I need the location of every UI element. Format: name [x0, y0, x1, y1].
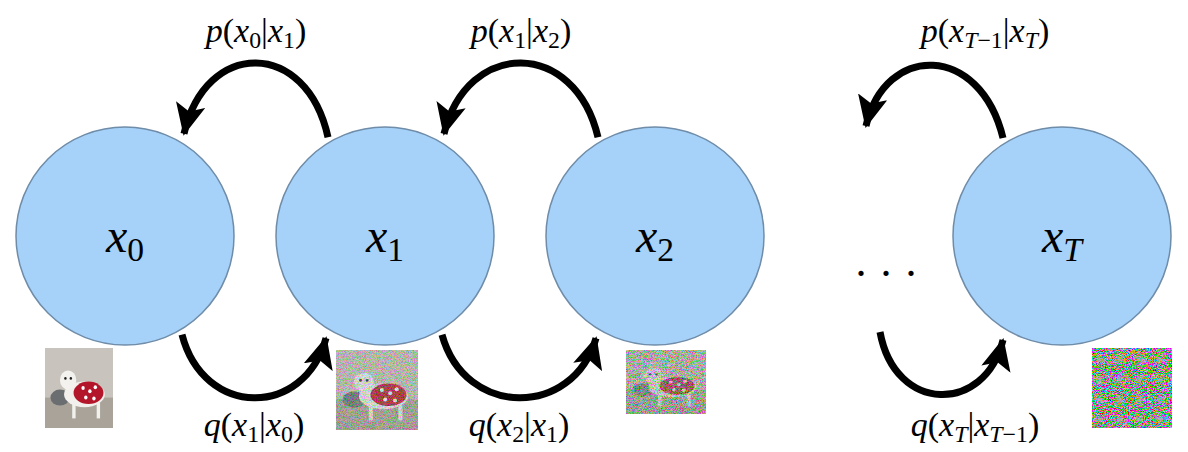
image-pure-noise [1092, 348, 1172, 428]
edge-label: q(x1|x0) [200, 405, 308, 448]
ellipsis: ... [852, 242, 935, 282]
edge-label: p(x0|x1) [202, 11, 310, 54]
state-circle: x2 [545, 126, 765, 346]
transition-arrow [444, 63, 598, 137]
forward-arrow-t [880, 332, 1003, 395]
edge-label: q(x2|x1) [465, 405, 573, 448]
node-label: xT [1042, 210, 1082, 263]
image-clean [45, 348, 113, 428]
state-circle: x1 [275, 126, 495, 346]
edge-label: p(x1|x2) [467, 11, 575, 54]
reverse-arrow-t [866, 65, 1003, 138]
state-circle: x0 [15, 126, 235, 346]
image-noisy-2 [626, 350, 706, 414]
node-label: x1 [366, 210, 404, 263]
transition-arrow [442, 335, 596, 398]
node-label: x2 [636, 210, 674, 263]
step-label: q(xT|xT−1) [907, 405, 1043, 448]
step-label: p(xT−1|xT) [917, 11, 1053, 54]
image-noisy-1 [336, 350, 418, 430]
node-label: x0 [106, 210, 144, 263]
transition-arrow [184, 63, 328, 137]
transition-arrow [182, 335, 326, 398]
state-circle: xT [952, 126, 1172, 346]
